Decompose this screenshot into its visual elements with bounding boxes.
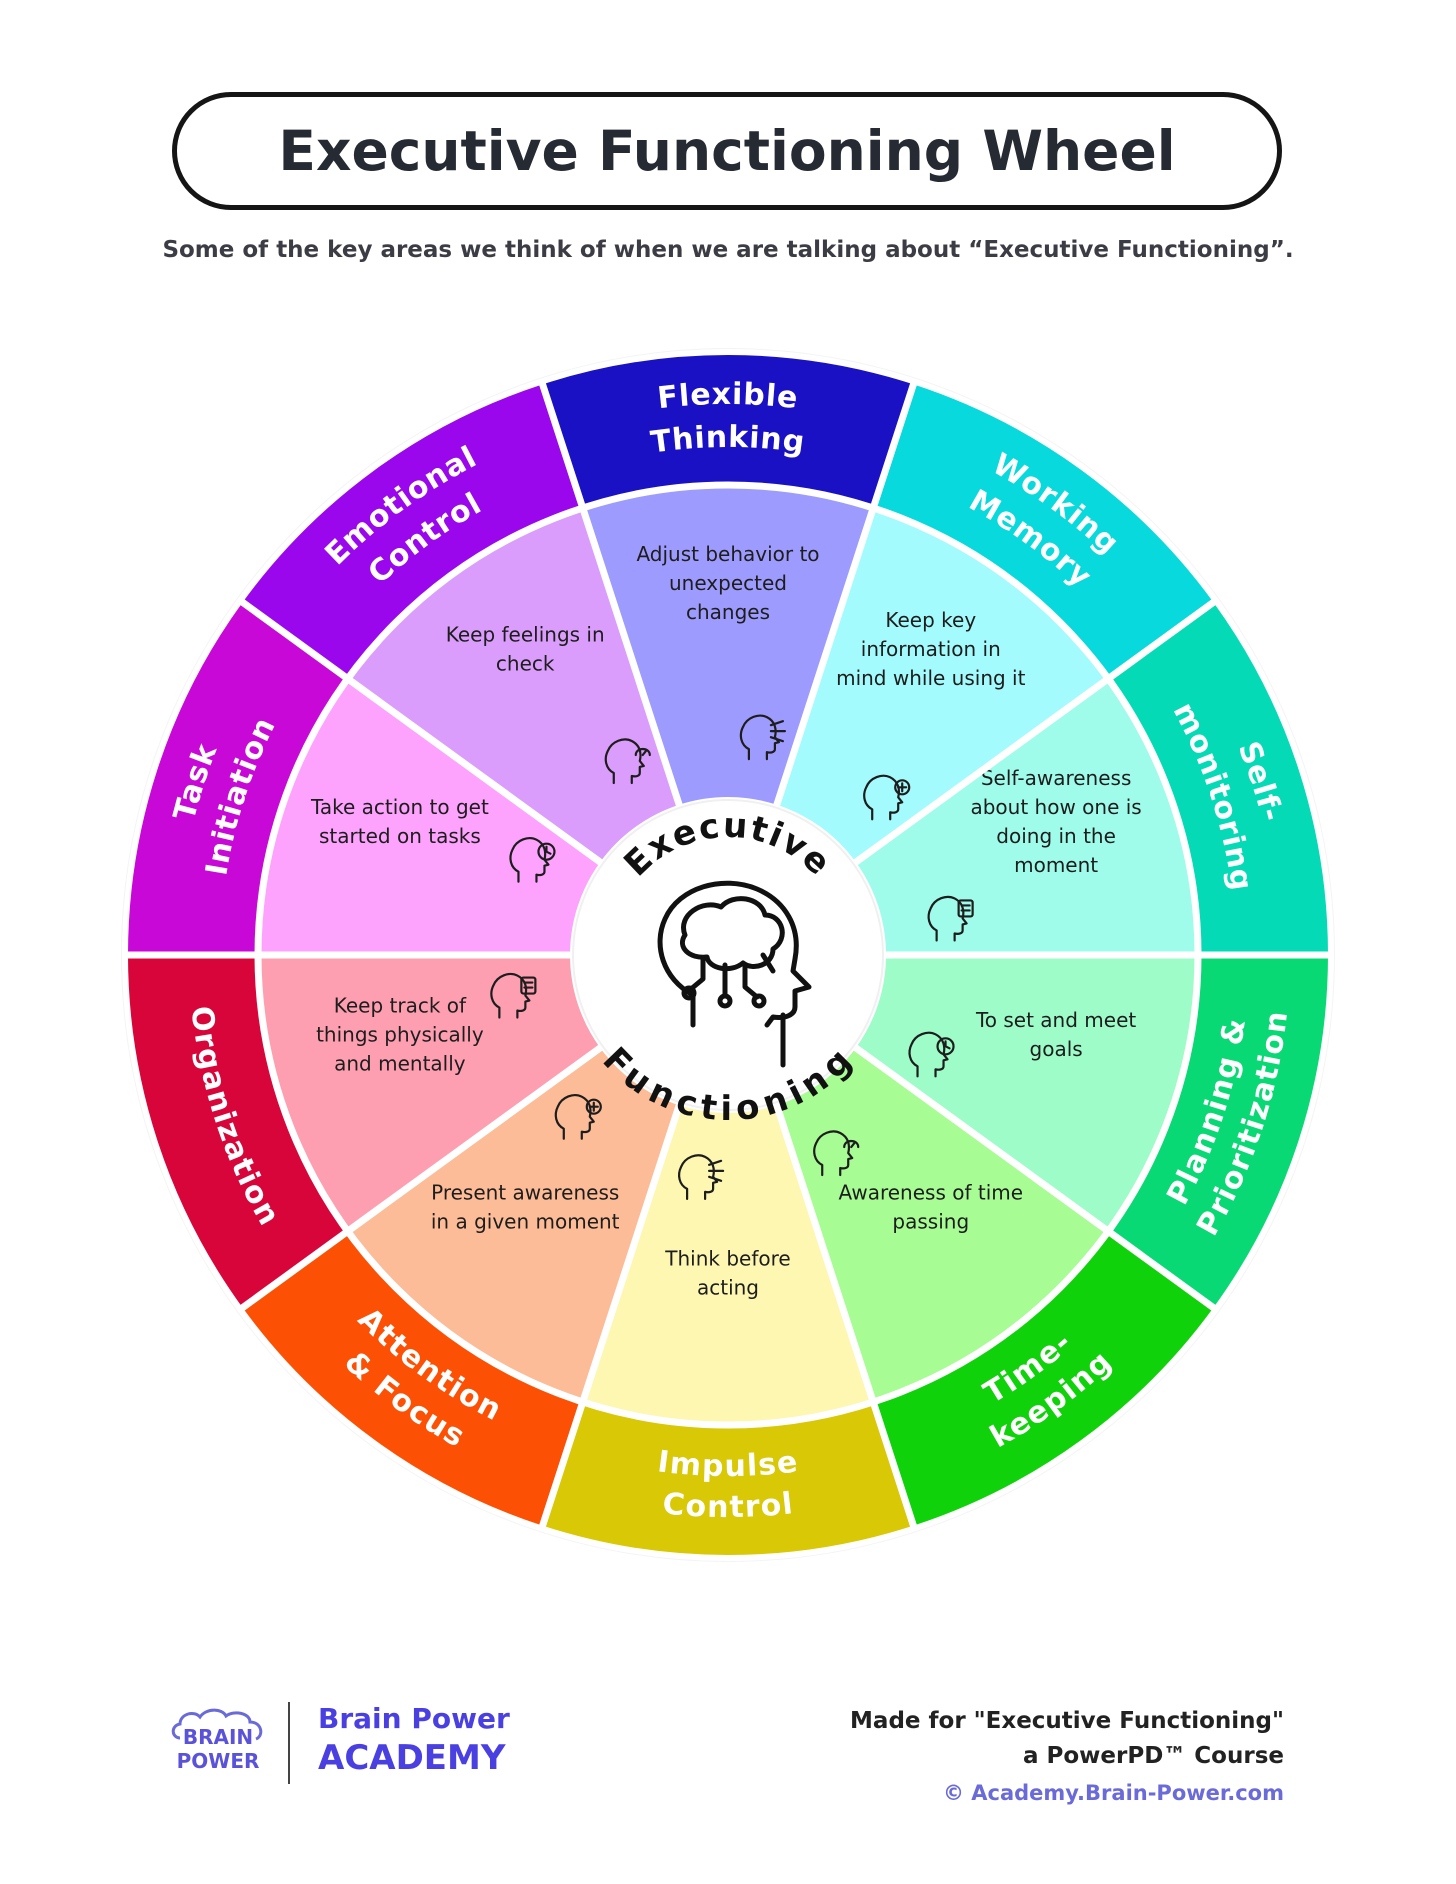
head-clock-icon — [813, 1130, 860, 1177]
segment-description: check — [496, 651, 555, 675]
segment-divider — [851, 596, 1220, 867]
segment-description: moment — [1014, 853, 1098, 877]
head-calendar-icon — [908, 1031, 955, 1078]
page-subtitle: Some of the key areas we think of when w… — [162, 237, 1294, 263]
segment-description: Present awareness — [431, 1181, 619, 1205]
segment-label: Thinking — [649, 419, 808, 460]
segment-description: Self-awareness — [981, 766, 1132, 790]
segment-divider — [236, 1043, 605, 1314]
academy-word: ACADEMY — [318, 1738, 506, 1778]
logo-text-bottom: POWER — [177, 1749, 260, 1773]
segment-description: Take action to get — [310, 795, 489, 819]
head-chess-knight-icon — [863, 774, 911, 821]
segment-description: and mentally — [334, 1052, 466, 1076]
course-line: a PowerPD™ Course — [1022, 1743, 1284, 1769]
segment-description: goals — [1030, 1037, 1083, 1061]
logo-text-top: BRAIN — [183, 1725, 253, 1749]
footer-credits: Made for "Executive Functioning" a Power… — [850, 1704, 1284, 1810]
logo-divider — [288, 1702, 290, 1784]
head-gauge-icon — [678, 1154, 725, 1200]
segment-label: Impulse — [656, 1444, 800, 1484]
ring-divider — [254, 481, 1202, 1429]
segment-description: mind while using it — [836, 666, 1026, 690]
segment-description: started on tasks — [319, 824, 481, 848]
head-arrows-icon — [739, 714, 786, 761]
segment-description: about how one is — [970, 795, 1141, 819]
segment-divider — [236, 596, 605, 867]
academy-name: Brain Power — [318, 1702, 510, 1735]
segment-label: Control — [661, 1486, 795, 1525]
page-title: Executive Functioning Wheel — [278, 119, 1176, 183]
segment-description: in a given moment — [431, 1210, 620, 1234]
head-brain-circuit-icon — [657, 880, 812, 1068]
head-flowchart-icon — [490, 972, 537, 1019]
segment-description: changes — [686, 600, 770, 624]
segment-divider — [851, 1043, 1220, 1314]
segment-description: doing in the — [996, 824, 1116, 848]
segment-description: information in — [861, 637, 1001, 661]
head-storm-cloud-icon — [604, 738, 651, 785]
segment-description: Keep key — [885, 608, 976, 632]
segment-description: Keep feelings in — [446, 622, 605, 646]
segment-description: acting — [697, 1276, 759, 1300]
brain-power-logo-icon: BRAIN POWER — [171, 1708, 263, 1773]
segment-description: unexpected — [669, 571, 787, 595]
segment-description: Think before — [664, 1247, 790, 1271]
segment-divider — [537, 1101, 684, 1532]
head-checklist-icon — [509, 837, 556, 883]
segment-description: Keep track of — [334, 994, 467, 1018]
segment-description: passing — [892, 1210, 969, 1234]
title-pill: Executive Functioning Wheel — [172, 92, 1282, 210]
website-link[interactable]: © Academy.Brain-Power.com — [942, 1781, 1284, 1805]
made-for-line: Made for "Executive Functioning" — [850, 1708, 1284, 1734]
segment-description: To set and meet — [975, 1008, 1136, 1032]
head-target-icon — [554, 1094, 602, 1140]
segment-divider — [772, 1101, 919, 1532]
center-disc — [572, 799, 884, 1111]
segment-label: Flexible — [656, 376, 801, 415]
segment-description: Adjust behavior to — [636, 542, 819, 566]
segment-divider — [772, 378, 919, 809]
segment-divider — [537, 378, 684, 809]
segment-description: things physically — [316, 1023, 484, 1047]
head-flower-icon — [927, 895, 974, 942]
brand-logo: BRAIN POWER Brain Power ACADEMY — [166, 1700, 510, 1784]
segment-description: Awareness of time — [838, 1181, 1023, 1205]
